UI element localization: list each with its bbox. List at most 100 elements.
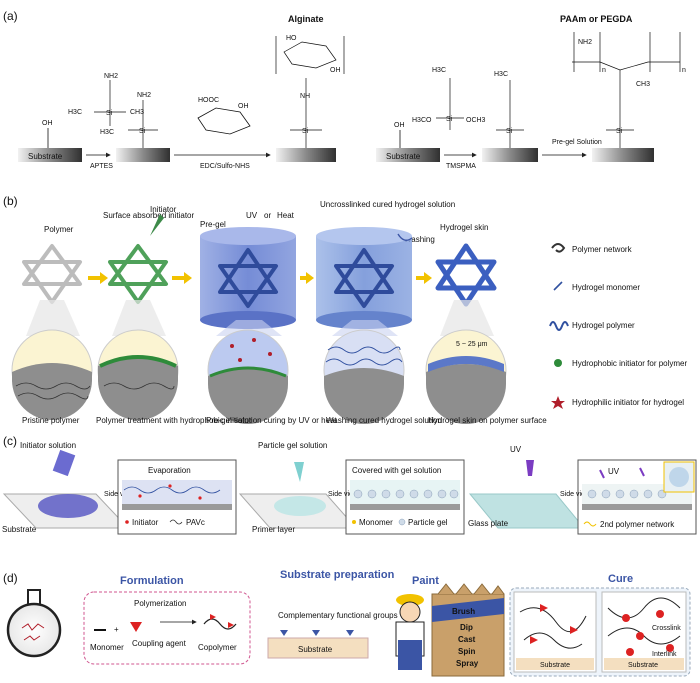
oh-label-2: OH (394, 122, 405, 129)
circle-initiator (97, 300, 179, 420)
yellow-arrow-1 (88, 272, 108, 284)
tmspma-h3c: H3C (432, 67, 446, 74)
methacrylate-linker (496, 80, 524, 148)
polymer-lattice-blue (435, 243, 497, 307)
cure-title: Cure (608, 573, 633, 585)
c2-covered: Covered with gel solution (352, 466, 441, 475)
circle-pristine (11, 300, 93, 420)
crosslink-label: Crosslink (652, 625, 681, 632)
label-washing: Washing (404, 235, 435, 244)
silane-linker-1 (128, 100, 158, 148)
panel-c2: Particle gel solution Primer layer Side … (238, 441, 465, 535)
panel-c3: UV Glass plate Side view UV 2nd polymer … (468, 445, 697, 535)
aptes-nh2: NH2 (104, 73, 118, 80)
label-pregel: Pre-gel (200, 220, 226, 229)
c2-primer: Primer layer (252, 525, 295, 534)
substrate-bar-5 (482, 148, 538, 162)
label-polymer: Polymer (44, 225, 74, 234)
edc-label: EDC/Sulfo-NHS (200, 163, 250, 170)
beaker-icon (52, 449, 76, 477)
panel-a: (a) Alginate Substrate OH APTES NH2 H3C … (3, 9, 686, 170)
painter-figure (395, 594, 425, 670)
silane-si: Si (139, 128, 146, 135)
formulation-box (83, 591, 251, 665)
panel-b: (b) Polymer Surface absorbed initiator I… (3, 194, 687, 425)
circle-pregel (207, 320, 289, 424)
c2-legend-monomer: Monomer (359, 518, 393, 527)
method-spin: Spin (458, 647, 475, 656)
paam-si: Si (616, 128, 623, 135)
skin-thickness: 5 ~ 25 μm (456, 341, 488, 348)
label-or: or (264, 211, 271, 220)
c3-uv-inner: UV (608, 467, 620, 476)
substrate-bar-3 (276, 148, 336, 162)
c1-evaporation: Evaporation (148, 466, 191, 475)
cure-sub-1: Substrate (540, 662, 570, 669)
initiator-dropper-icon (150, 214, 164, 236)
red-star-icon (551, 396, 565, 409)
substrate-label-1: Substrate (28, 152, 63, 161)
paam-n2: n (682, 67, 686, 74)
c2-particle-gel: Particle gel solution (258, 441, 327, 450)
formulation-title: Formulation (120, 575, 184, 587)
substrate-label-2: Substrate (386, 152, 421, 161)
yellow-arrow-2 (172, 272, 192, 284)
paint-title: Paint (412, 575, 439, 587)
label-heat: Heat (277, 211, 295, 220)
c3-network: 2nd polymer network (600, 520, 675, 529)
yellow-arrow-4 (416, 272, 432, 284)
cure-sub-2: Substrate (628, 662, 658, 669)
legend-hydrogel-polymer: Hydrogel polymer (572, 321, 635, 330)
squiggle-icon (549, 321, 569, 331)
legend-polymer-network: Polymer network (572, 245, 633, 254)
dropper-icon (294, 462, 304, 482)
method-cast: Cast (458, 635, 476, 644)
panel-d: (d) Formulation Polymerization + Monomer… (3, 569, 691, 677)
paam-title: PAAm or PEGDA (560, 14, 633, 24)
yellow-arrow-3 (300, 272, 314, 284)
circle-skin: 5 ~ 25 μm (425, 300, 507, 424)
tmspma-molecule (436, 78, 464, 130)
panel-c1: Initiator solution Substrate Side view E… (2, 441, 237, 535)
panel-c-letter: (c) (3, 434, 17, 448)
aptes-molecule (94, 80, 126, 126)
label-surface-initiator: Surface absorbed initiator (103, 211, 195, 220)
label-uv: UV (246, 211, 258, 220)
label-pregel-curing: Pre-gel solution curing by UV or heat (206, 416, 338, 425)
aptes-h3c-bottom: H3C (100, 129, 114, 136)
method-dip: Dip (460, 623, 473, 632)
copolymer-label: Copolymer (198, 643, 237, 652)
prep-substrate-label: Substrate (298, 645, 333, 654)
alginate-ring-1 (197, 107, 251, 135)
wave-icon (551, 243, 566, 253)
substrate-prep-title: Substrate preparation (280, 569, 395, 581)
aptes-si: Si (106, 110, 113, 117)
label-pristine: Pristine polymer (22, 416, 80, 425)
panel-d-letter: (d) (3, 571, 18, 585)
label-initiator: Initiator (150, 205, 177, 214)
prep-anchors (280, 630, 354, 636)
tmspma-si: Si (446, 116, 453, 123)
label-treatment: Polymer treatment with hydrophobic initi… (96, 416, 252, 425)
cure-right: Crosslink Interlink Substrate (601, 591, 687, 673)
aptes-ch3: CH3 (130, 109, 144, 116)
coupling-agent-icon (130, 622, 142, 632)
c1-substrate: Substrate (2, 525, 37, 534)
c3-uv: UV (510, 445, 522, 454)
substrate-bar-1 (18, 148, 82, 162)
aptes-h3c: H3C (68, 109, 82, 116)
label-hydrogel-skin: Hydrogel skin (440, 223, 488, 232)
panel-b-letter: (b) (3, 194, 18, 208)
tmspma-h3co: H3CO (412, 117, 432, 124)
dash-icon (553, 281, 563, 291)
c1-legend-pavc: PAVc (186, 518, 205, 527)
monomer-label: Monomer (90, 643, 124, 652)
label-uncrosslinked: Uncrosslinked cured hydrogel solution (320, 200, 455, 209)
pregel-label: Pre-gel Solution (552, 139, 602, 146)
c3-glass-plate: Glass plate (468, 519, 509, 528)
brush-label: Brush (452, 607, 475, 616)
label-skin-surface: Hydrogel skin on polymer surface (428, 416, 547, 425)
c1-initiator-solution: Initiator solution (20, 441, 76, 450)
cure-left: Substrate (513, 591, 597, 673)
alginate-nh: NH (300, 93, 310, 100)
